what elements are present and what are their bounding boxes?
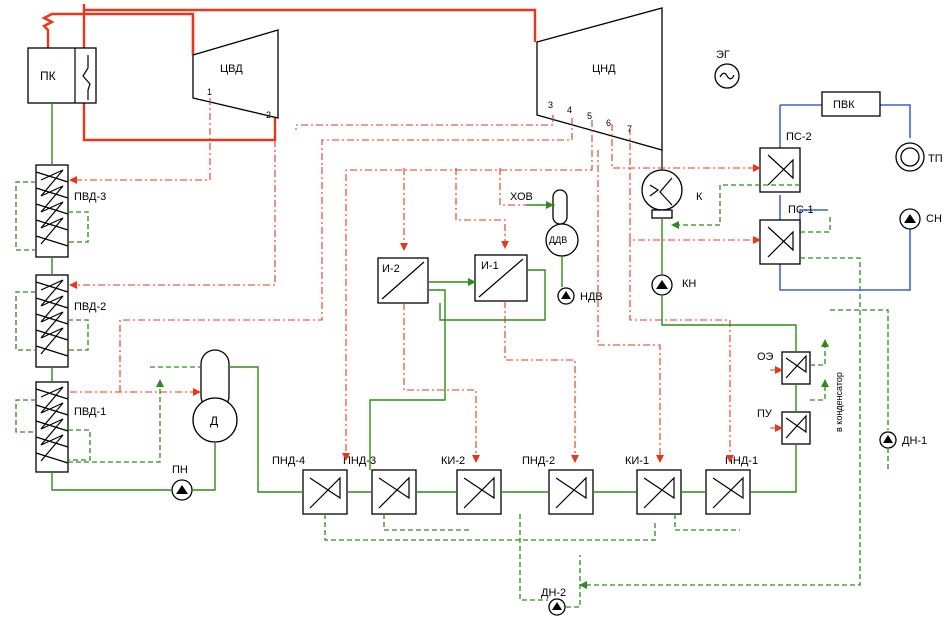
extraction-steam-lines <box>69 98 783 463</box>
d-label: Д <box>210 414 218 428</box>
extraction-1-label: 1 <box>207 87 212 97</box>
pnd3-label: ПНД-3 <box>343 455 376 467</box>
pnd4-label: ПНД-4 <box>272 455 305 467</box>
pnd2-label: ПНД-2 <box>522 455 555 467</box>
extraction-4-label: 4 <box>567 105 572 115</box>
ejector-cooler-oe: ОЭ <box>757 351 811 385</box>
condenser-k: К КН <box>641 150 703 296</box>
lp-heater-pnd3: ПНД-3 <box>343 455 417 515</box>
i1-label: И-1 <box>481 260 499 272</box>
evaporator-i1: И-1 <box>474 254 528 302</box>
dn2-label: ДН-2 <box>541 587 566 599</box>
lp-heater-pnd4: ПНД-4 <box>272 455 348 515</box>
turbine-cnd: ЦНД 3 4 5 6 7 <box>536 7 663 151</box>
lp-heater-row: ПНД-4 ПНД-3 КИ-2 ПНД-2 КИ-1 ПНД-1 <box>272 455 758 515</box>
pu-label: ПУ <box>757 408 773 420</box>
hp-heater-pvd1: ПВД-1 <box>35 381 106 473</box>
ndv-label: НДВ <box>580 291 603 303</box>
network-heater-ps1: ПС-1 <box>759 204 814 265</box>
drain-cooler-ki1: КИ-1 <box>625 455 682 515</box>
kn-label: КН <box>682 278 696 290</box>
oe-label: ОЭ <box>757 351 774 363</box>
cvd-label: ЦВД <box>220 63 243 75</box>
network-heater-ps2: ПС-2 <box>759 131 812 193</box>
pk-label: ПК <box>40 69 56 83</box>
extraction-2-label: 2 <box>266 110 271 120</box>
lp-heater-pnd1: ПНД-1 <box>705 455 758 515</box>
deaerator-d: Д <box>192 349 238 443</box>
cnd-label: ЦНД <box>592 63 616 75</box>
dn1-label: ДН-1 <box>902 435 927 447</box>
seal-cooler-pu: ПУ <box>757 408 811 445</box>
drain-cooler-ki2: КИ-2 <box>441 455 502 515</box>
drain-pump-dn2: ДН-2 <box>541 587 566 616</box>
extraction-3-label: 3 <box>548 100 553 110</box>
eg-label: ЭГ <box>716 49 730 61</box>
tp-label: ТП <box>928 153 943 165</box>
turbine-cvd: ЦВД 1 2 <box>192 29 279 120</box>
generator-eg: ЭГ <box>714 49 740 89</box>
ps1-label: ПС-1 <box>788 204 814 216</box>
extraction-6-label: 6 <box>606 118 611 128</box>
ki2-label: КИ-2 <box>441 455 465 467</box>
ps2-label: ПС-2 <box>786 131 812 143</box>
drain-lines <box>15 181 889 608</box>
ddv-label: ДДВ <box>549 235 567 245</box>
live-steam-lines <box>41 4 537 142</box>
pvd2-label: ПВД-2 <box>74 301 106 313</box>
k-label: К <box>696 191 703 203</box>
ki1-label: КИ-1 <box>625 455 649 467</box>
pvd3-label: ПВД-3 <box>74 191 106 203</box>
lp-heater-pnd2: ПНД-2 <box>522 455 594 515</box>
boiler-pk: ПК <box>27 47 97 104</box>
to-condenser-label: в конденсатор <box>834 372 844 432</box>
extraction-5-label: 5 <box>587 111 592 121</box>
hp-heater-pvd3: ПВД-3 <box>35 164 106 258</box>
i2-label: И-2 <box>382 263 400 275</box>
hp-heater-pvd2: ПВД-2 <box>35 274 106 368</box>
pvd1-label: ПВД-1 <box>74 406 106 418</box>
sn-label: СН <box>926 213 942 225</box>
drain-pump-dn1: ДН-1 <box>879 431 927 449</box>
feedwater-lines <box>51 103 797 493</box>
pn-label: ПН <box>172 464 188 476</box>
hov-label: ХОВ <box>510 191 533 203</box>
feed-pump-pn: ПН <box>171 464 193 501</box>
heating-network: ПВК ТП СН <box>779 91 943 291</box>
evaporator-i2: И-2 <box>377 257 429 304</box>
pvk-label: ПВК <box>833 99 855 111</box>
